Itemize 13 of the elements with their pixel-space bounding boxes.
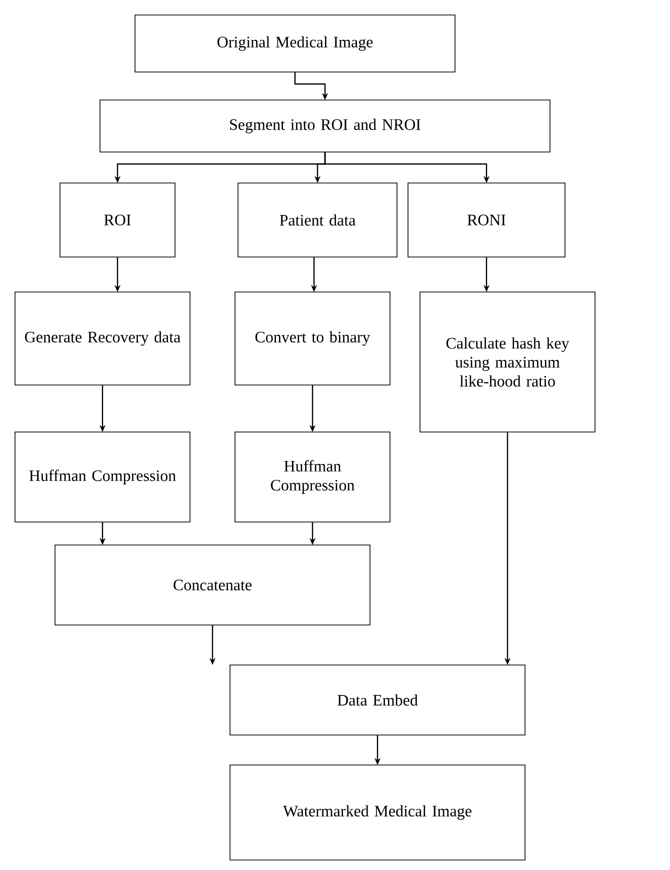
process-box: ROI — [60, 182, 176, 258]
process-box: Segment into ROI and NROI — [100, 100, 550, 152]
process-box: Concatenate — [54, 544, 370, 626]
process-box: Calculate hash key using maximum like-hood ratio — [420, 292, 596, 432]
process-box: Huffman Compression — [234, 432, 390, 522]
process-box: Patient data — [238, 182, 398, 258]
process-box: Watermarked Medical Image — [230, 764, 526, 860]
process-box: Generate Recovery data — [14, 292, 190, 386]
process-box: Huffman Compression — [14, 432, 190, 522]
process-box: RONI — [408, 182, 566, 258]
process-box: Convert to binary — [234, 292, 390, 386]
process-box: Data Embed — [230, 664, 526, 736]
process-box: Original Medical Image — [134, 14, 456, 72]
